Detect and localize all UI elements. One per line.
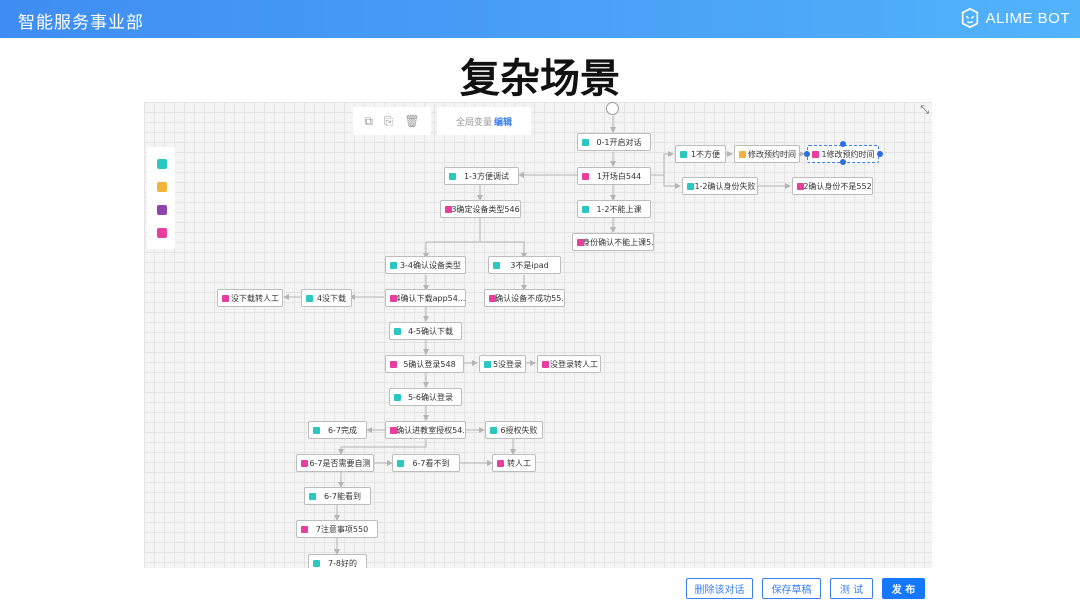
flow-node[interactable]: 0-1开启对话 xyxy=(577,133,651,151)
flow-node[interactable]: 1-2不能上课 xyxy=(577,200,651,218)
palette-teal-node-icon[interactable] xyxy=(157,159,167,169)
alime-bot-icon xyxy=(962,7,979,29)
flow-node[interactable]: 3确定设备类型546 xyxy=(440,200,521,218)
copy-icon[interactable]: ⧉ xyxy=(364,113,373,128)
brand-name: ALIME BOT xyxy=(985,9,1070,27)
flow-node[interactable]: 4-5确认下载 xyxy=(389,322,462,340)
flow-node[interactable]: 5-6确认登录 xyxy=(389,388,462,406)
flow-node[interactable]: 3确认设备不成功55... xyxy=(484,289,565,307)
top-banner: 智能服务事业部 ALIME BOT xyxy=(0,0,1080,38)
flow-node[interactable]: 3-4确认设备类型 xyxy=(385,256,466,274)
flow-node[interactable]: 2确认身份不是552 xyxy=(792,177,873,195)
flow-node[interactable]: 7-8好的 xyxy=(308,554,367,568)
expand-icon[interactable]: ⤡ xyxy=(920,103,929,116)
flow-node[interactable]: 6-7能看到 xyxy=(304,487,371,505)
node-palette xyxy=(147,147,175,249)
edit-variables-link[interactable]: 编辑 xyxy=(494,117,513,128)
flow-node[interactable]: 7注意事项550 xyxy=(296,520,378,538)
trash-icon[interactable]: 🗑 xyxy=(404,114,420,128)
global-variables-label: 全局变量 xyxy=(455,117,492,128)
flow-node[interactable]: 2身份确认不能上课5... xyxy=(572,233,654,251)
brand-logo: ALIME BOT xyxy=(959,7,1070,29)
flow-node[interactable]: 6-7完成 xyxy=(308,421,367,439)
flow-connections xyxy=(283,116,805,555)
flow-node[interactable]: 6确认进教室授权54... xyxy=(385,421,466,439)
global-variables-panel: 全局变量 编辑 xyxy=(437,107,531,135)
selection-handle[interactable] xyxy=(804,151,810,157)
test-button[interactable]: 测 试 xyxy=(830,578,873,599)
flow-node[interactable]: 修改预约时间 xyxy=(734,145,800,163)
flow-node[interactable]: 1开场白544 xyxy=(577,167,651,185)
flow-node[interactable]: 没下载转人工 xyxy=(217,289,283,307)
flow-node[interactable]: 转人工 xyxy=(492,454,536,472)
palette-orange-node-icon[interactable] xyxy=(157,182,167,192)
palette-purple-node-icon[interactable] xyxy=(157,205,167,215)
save-draft-button[interactable]: 保存草稿 xyxy=(762,578,821,599)
flow-node[interactable]: 6授权失败 xyxy=(485,421,543,439)
flow-node[interactable]: 6-7看不到 xyxy=(392,454,460,472)
flow-node[interactable]: 1不方便 xyxy=(675,145,726,163)
flow-start-point[interactable] xyxy=(606,102,619,115)
flow-node[interactable]: 3不是ipad xyxy=(488,256,561,274)
action-bar: 删除该对话 保存草稿 测 试 发 布 xyxy=(686,578,925,599)
flow-node[interactable]: 1-3方便调试 xyxy=(444,167,519,185)
selection-handle[interactable] xyxy=(877,151,883,157)
flow-node[interactable]: 1-2确认身份失败 xyxy=(682,177,758,195)
publish-button[interactable]: 发 布 xyxy=(882,578,925,599)
flow-node[interactable]: 5没登录 xyxy=(479,355,526,373)
flow-canvas[interactable]: ⧉ ⎘ 🗑 全局变量 编辑 ⤡ 0-1开启对话 1开场白544 1-2不能上课 … xyxy=(144,102,932,568)
canvas-toolbar: ⧉ ⎘ 🗑 xyxy=(353,107,431,135)
delete-dialog-button[interactable]: 删除该对话 xyxy=(686,578,753,599)
flow-node[interactable]: 6-7是否需要自测 xyxy=(296,454,374,472)
paste-icon[interactable]: ⎘ xyxy=(383,113,394,128)
selection-handle[interactable] xyxy=(840,159,846,165)
flow-node[interactable]: 4确认下载app54... xyxy=(385,289,466,307)
palette-pink-node-icon[interactable] xyxy=(157,228,167,238)
department-title: 智能服务事业部 xyxy=(18,13,144,33)
flow-node[interactable]: 4没下载 xyxy=(301,289,352,307)
selection-handle[interactable] xyxy=(840,141,846,147)
slide-title: 复杂场景 xyxy=(460,56,620,102)
flow-node[interactable]: 没登录转人工 xyxy=(537,355,601,373)
flow-node[interactable]: 5确认登录548 xyxy=(385,355,464,373)
